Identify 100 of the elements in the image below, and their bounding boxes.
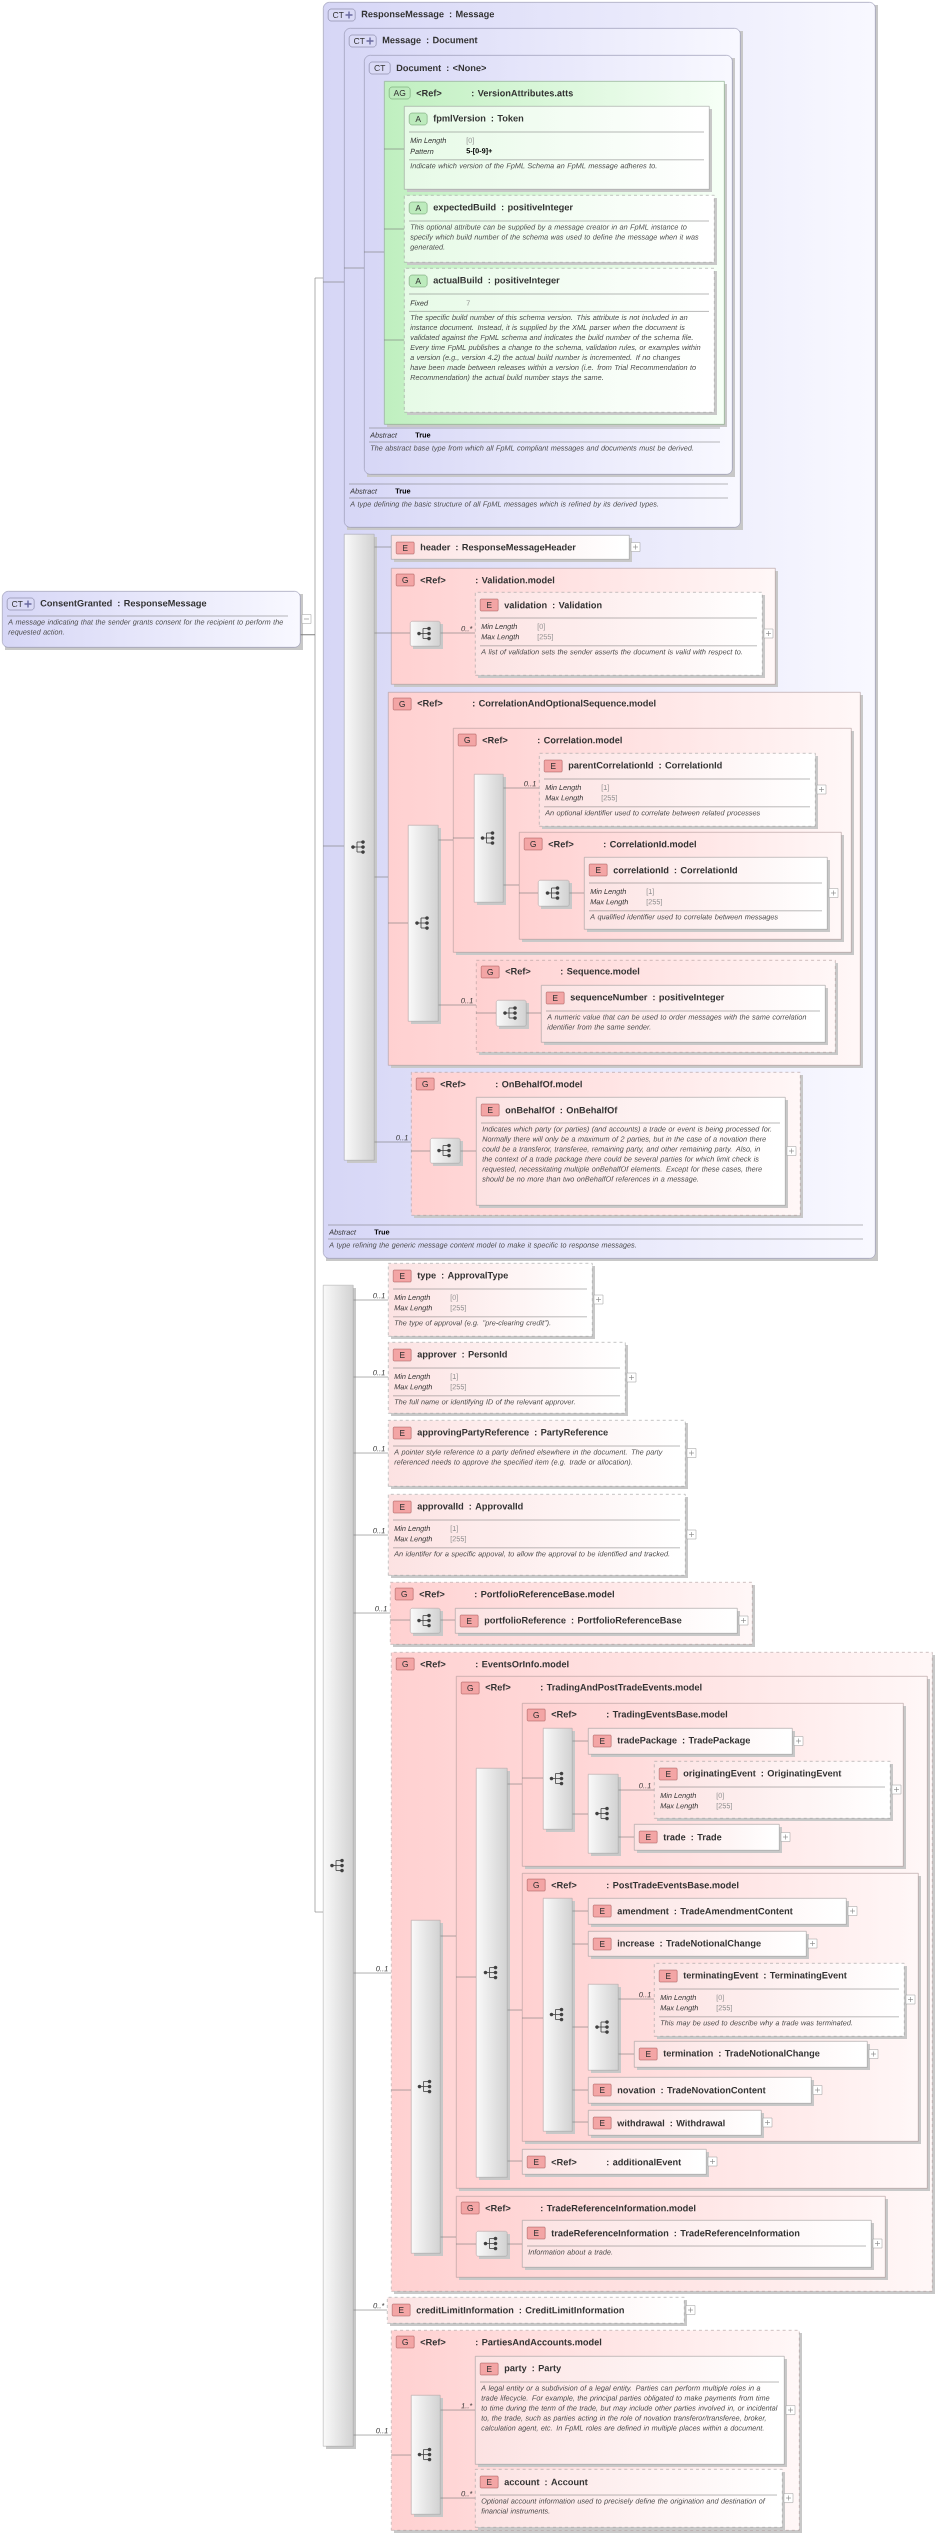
badge: G [416,1077,435,1091]
sequence-box [496,1000,529,1029]
connector-line [353,2434,392,2436]
badge: G [458,733,477,747]
connector-line [390,632,411,634]
badge: G [396,573,415,587]
sequence-box [410,1608,443,1636]
connector-line [440,2409,476,2411]
connector-line [440,1619,456,1621]
connector-line [387,922,409,924]
badge: CT [369,61,391,75]
element-box: E withdrawal : Withdrawal [588,2110,764,2138]
connector-line [572,1910,589,1912]
connector-line [353,1376,389,1378]
badge: G [461,1681,480,1695]
connector-line [507,2160,523,2162]
sequence-bar [344,534,377,1163]
element-box: E termination : TradeNotionalChange [634,2041,870,2070]
badge: E [480,2475,499,2489]
connector-line [353,1612,391,1614]
connector-line [503,884,520,886]
connector-line [383,228,405,230]
connector-line [390,2454,412,2456]
connector-line [460,1150,477,1152]
connector-line [410,1150,431,1152]
sequence-bar [543,1898,575,2134]
sequence-box [476,2231,510,2260]
connector-line [440,2236,457,2238]
connector-line [374,546,392,548]
badge: G [395,1587,414,1601]
badge: E [593,1937,612,1951]
sequence-bar [588,1774,621,1856]
element-box: E <Ref> : additionalEvent [522,2149,709,2177]
element-box: E novation : TradeNovationContent [588,2077,814,2106]
connector-line [374,632,392,634]
connector-line [455,1976,477,1978]
connector-line [374,1141,412,1143]
badge: E [460,1614,479,1628]
badge: E [659,1969,678,1983]
node-label: account [504,2479,540,2486]
badge: G [396,2335,415,2349]
badge: E [639,1830,658,1844]
sequence-box [430,1138,463,1166]
connector-line [383,148,405,150]
connector-line [572,2089,589,2091]
sequence-bar [411,1920,443,2257]
connector-line [618,1998,655,2000]
connector-line [322,845,345,847]
badge: E [396,541,415,555]
sequence-box [410,621,443,649]
connector-line [452,837,475,839]
connector-line [572,1813,589,1815]
connector-line [438,1004,477,1006]
connector-line [353,1299,389,1301]
connector-line [507,2243,523,2245]
connector-line [618,1836,635,1838]
element-box: E trade : Trade [634,1824,782,1853]
badge: CT [328,8,356,22]
connector-line [438,839,454,841]
badge: CT [7,597,35,611]
connector-line [390,2089,412,2091]
connector-line [572,1943,589,1945]
badge: G [396,1657,415,1671]
element-box: E portfolioReference : PortfolioReferenceBase [455,1608,740,1636]
badge: G [527,1708,546,1722]
sequence-bar [408,825,441,1024]
node-label: : Account [545,2478,588,2486]
connector-line [526,1012,542,1014]
badge: G [393,697,412,711]
badge: E [393,1500,412,1514]
connector-line [353,2309,388,2311]
connector-line [503,787,540,789]
badge: E [480,2362,499,2376]
badge: E [393,1348,412,1362]
badge: E [589,863,608,877]
badge: CT [349,34,377,48]
badge: G [461,2201,480,2215]
connector-line [440,1935,457,1937]
badge: E [481,1103,500,1117]
connector-line [343,267,365,269]
element-box: E increase : TradeNotionalChange [588,1931,809,1959]
badge: E [480,598,499,612]
element-box: E amendment : TradeAmendmentContent [588,1898,849,1927]
badge: E [527,2155,546,2169]
badge: E [393,1269,412,1283]
badge: A [409,112,428,126]
connector-line [389,1619,411,1621]
connector-line [518,892,539,894]
badge: E [392,2303,411,2317]
connector-line [353,1534,389,1536]
badge: A [409,274,428,288]
connector-line [353,1452,389,1454]
badge: G [524,837,543,851]
badge: G [481,965,500,979]
badge: E [639,2047,658,2061]
connector-line [383,339,405,341]
badge: E [593,2116,612,2130]
connector-line [374,876,389,878]
connector-line [475,1012,497,1014]
connector-line [440,2497,476,2499]
